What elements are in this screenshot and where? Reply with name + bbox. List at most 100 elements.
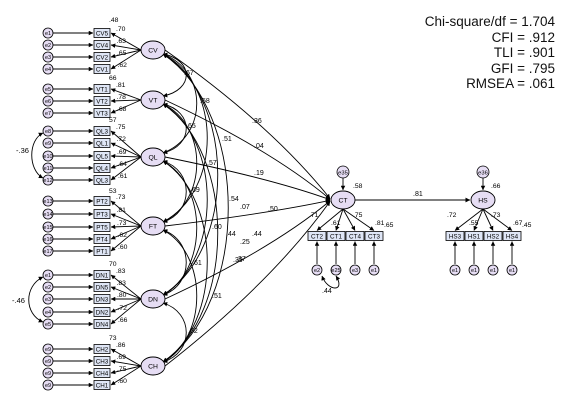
- loading-path-cv: [110, 49, 142, 70]
- loading-path-ch: [110, 359, 142, 367]
- error-label: e6: [45, 99, 51, 105]
- correlation-ft-ch: [162, 229, 198, 363]
- correlation-value: .62: [188, 328, 198, 335]
- error-covariance-ql: [31, 132, 44, 179]
- correlation-value: .39: [233, 257, 243, 264]
- error-term: [42, 367, 54, 379]
- correlation-value: .67: [184, 70, 194, 77]
- indicator-label: HS3: [449, 233, 462, 240]
- fit-chi-square: Chi-square/df = 1.704: [424, 14, 555, 29]
- error-term: [42, 281, 54, 293]
- indicator-box: [93, 163, 111, 173]
- latent-label: CH: [148, 363, 158, 370]
- indicator-label: PT2: [96, 198, 108, 205]
- loading-path-vt: [110, 98, 142, 104]
- indicator-box: [93, 138, 111, 148]
- latent-label: FT: [149, 223, 157, 230]
- indicator-label: CH3: [96, 358, 109, 365]
- indicator-box: [93, 151, 111, 161]
- error-covariance-value: -.36: [16, 146, 29, 155]
- correlation-value: .58: [200, 98, 210, 105]
- indicator-label: PT4: [96, 236, 108, 243]
- loading-value: .75: [353, 212, 363, 219]
- error-term: [42, 318, 54, 330]
- loading-path-ft: [110, 200, 142, 227]
- loading-path-dn: [110, 298, 142, 325]
- loading-path-ch: [110, 365, 142, 386]
- error-label: e1: [509, 268, 515, 274]
- indicator-box: [93, 126, 111, 136]
- latent-label: CT: [338, 197, 347, 204]
- indicator-label: CH4: [96, 370, 109, 377]
- indicator-box: [93, 344, 111, 354]
- error-label: e2: [45, 43, 51, 49]
- indicator-box: [93, 40, 111, 50]
- error-term: [330, 264, 342, 276]
- loading-value: .75: [117, 366, 127, 373]
- error-label: e14: [43, 212, 52, 218]
- indicator-label: CH1: [96, 382, 109, 389]
- latent-ct: [330, 190, 356, 210]
- path-coefficient: .25: [240, 239, 250, 246]
- indicator-label: QL5: [96, 153, 108, 160]
- indicator-label: PT5: [96, 224, 108, 231]
- error-term: [42, 27, 54, 39]
- indicator-box: [93, 222, 111, 232]
- indicator-label: HS1: [468, 233, 481, 240]
- indicator-box: [445, 231, 465, 241]
- loading-path-ch: [110, 348, 142, 367]
- correlation-value: .44: [252, 231, 262, 238]
- loading-value: .81: [116, 82, 126, 89]
- indicator-label: QL1: [96, 140, 108, 147]
- indicator-box: [502, 231, 522, 241]
- indicator-box: [93, 108, 111, 118]
- error-term: [42, 233, 54, 245]
- error-covariance-value: -.46: [12, 296, 25, 305]
- error-label: e9: [45, 359, 51, 365]
- path-coefficient: .36: [252, 118, 262, 125]
- correlation-value: .69: [190, 187, 200, 194]
- error-term: [42, 63, 54, 75]
- indicator-box: [93, 246, 111, 256]
- error-term: [42, 221, 54, 233]
- indicator-label: CT1: [330, 233, 342, 240]
- error-term: [42, 51, 54, 63]
- correlation-ql-ch: [162, 160, 208, 363]
- loading-path-dn: [110, 274, 142, 300]
- correlation-value: .60: [212, 224, 222, 231]
- r-squared-value: 73: [109, 335, 117, 342]
- indicator-label: DN5: [96, 284, 109, 291]
- loading-path-cv: [110, 49, 142, 59]
- path-coefficient: .37: [236, 256, 246, 263]
- indicator-box: [93, 52, 111, 62]
- fit-tli: TLI = .901: [493, 45, 555, 60]
- correlation-value: .54: [229, 196, 239, 203]
- r-squared-value: 53: [109, 188, 117, 195]
- indicator-label: HS2: [487, 233, 500, 240]
- indicator-label: DN1: [96, 272, 109, 279]
- indicator-box: [93, 319, 111, 329]
- error-label: e12: [43, 178, 52, 184]
- error-label: e9: [45, 141, 51, 147]
- error-term: [42, 83, 54, 95]
- loading-value: .68: [117, 106, 127, 113]
- loading-path-ft: [110, 213, 142, 227]
- error-label: e9: [45, 383, 51, 389]
- loading-path-cv: [110, 43, 142, 51]
- loading-value: .81: [375, 220, 385, 227]
- indicator-label: CH2: [96, 346, 109, 353]
- loading-path-hs: [473, 208, 484, 231]
- correlation-value: .51: [212, 293, 222, 300]
- loading-path-vt: [110, 99, 142, 114]
- error-covariance-dn: [28, 276, 44, 323]
- r-squared-value: .66: [491, 183, 501, 190]
- indicator-box: [93, 270, 111, 280]
- loading-value: .55: [469, 220, 479, 227]
- indicator-box: [483, 231, 503, 241]
- error-label: e9: [45, 347, 51, 353]
- indicator-box: [93, 28, 111, 38]
- error-term: [42, 208, 54, 220]
- loading-path-cv: [110, 32, 142, 51]
- error-term: [311, 264, 323, 276]
- indicator-box: [93, 84, 111, 94]
